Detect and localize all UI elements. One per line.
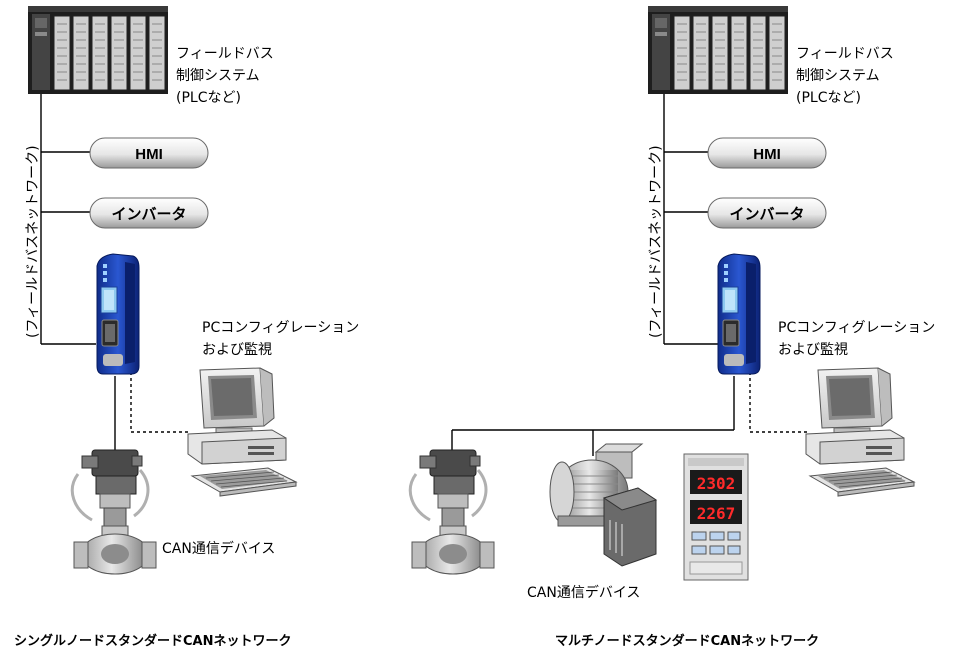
right-motor-image xyxy=(549,443,658,567)
right-diagram: HMI インバータ xyxy=(408,5,935,649)
right-can-bus-lines xyxy=(451,376,735,456)
right-fieldbus-lines xyxy=(663,92,720,345)
left-plc-label-line3: (PLCなど) xyxy=(176,90,241,106)
right-plc-label-line1: フィールドバス xyxy=(796,46,894,62)
right-inverter-pill: インバータ xyxy=(707,197,827,229)
right-hmi-label: HMI xyxy=(753,146,781,163)
left-pc-label-line2: および監視 xyxy=(202,341,272,358)
left-fieldbus-lines xyxy=(40,92,116,452)
right-plc-label-line2: 制御システム xyxy=(796,68,880,84)
left-can-device-image xyxy=(70,448,158,576)
left-diagram: HMI インバータ フィールドバス 制御システム (PLCなど) (フィールドバ… xyxy=(14,5,359,649)
left-inverter-label: インバータ xyxy=(111,206,186,223)
right-hmi-pill: HMI xyxy=(707,137,827,169)
right-caption: マルチノードスタンダードCANネットワーク xyxy=(555,633,819,649)
left-pc-label-line1: PCコンフィグレーション xyxy=(202,320,359,336)
right-display-value-1: 2302 xyxy=(697,474,736,493)
right-valve-image xyxy=(408,448,496,576)
right-plc-image xyxy=(647,5,789,95)
left-gateway-image xyxy=(96,253,140,375)
left-caption: シングルノードスタンダードCANネットワーク xyxy=(14,633,291,649)
left-plc-label-line1: フィールドバス xyxy=(176,46,274,62)
right-gateway-image xyxy=(717,253,761,375)
right-inverter-label: インバータ xyxy=(729,206,804,223)
right-display-value-2: 2267 xyxy=(697,504,736,523)
left-hmi-pill: HMI xyxy=(89,137,209,169)
left-config-link xyxy=(130,354,188,433)
left-plc-label-line2: 制御システム xyxy=(176,68,260,84)
left-pc-image xyxy=(187,367,297,497)
right-can-device-label: CAN通信デバイス xyxy=(527,584,640,601)
right-pc-label-line1: PCコンフィグレーション xyxy=(778,320,935,336)
right-plc-label-line3: (PLCなど) xyxy=(796,90,861,106)
right-pc-image xyxy=(805,367,915,497)
left-plc-image xyxy=(27,5,169,95)
left-inverter-pill: インバータ xyxy=(89,197,209,229)
right-controller-image: 2302 2267 xyxy=(683,453,749,581)
left-hmi-label: HMI xyxy=(135,146,163,163)
right-fieldbus-network-label: (フィールドバスネットワーク) xyxy=(648,145,664,338)
right-pc-label-line2: および監視 xyxy=(778,341,848,358)
left-can-device-label: CAN通信デバイス xyxy=(162,540,275,557)
left-fieldbus-network-label: (フィールドバスネットワーク) xyxy=(25,145,41,338)
